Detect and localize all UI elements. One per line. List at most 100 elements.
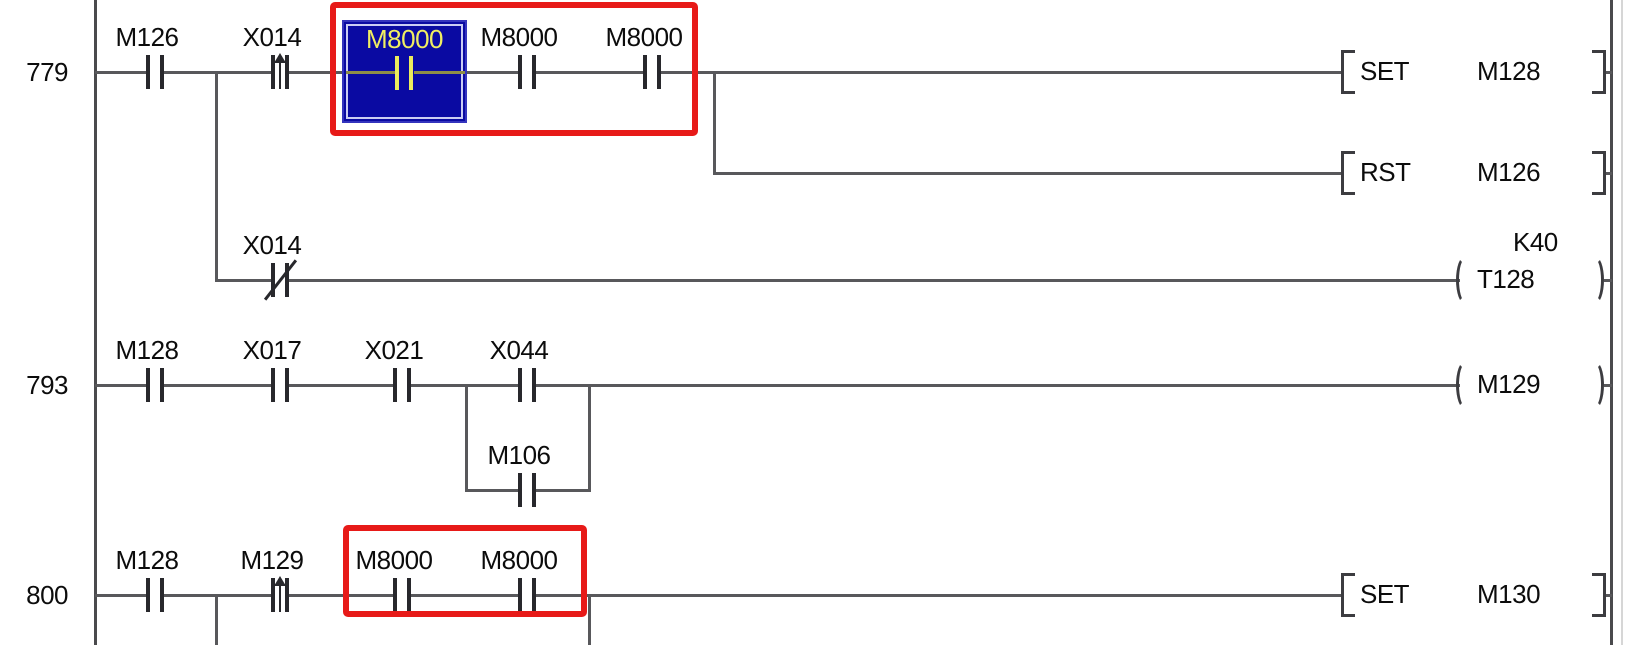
wire-segment bbox=[289, 279, 1460, 282]
contact-m8000-5[interactable] bbox=[518, 578, 536, 612]
device-label[interactable]: M106 bbox=[487, 440, 551, 470]
wire-segment bbox=[95, 384, 146, 387]
wire-segment bbox=[289, 594, 393, 597]
device-label[interactable]: M8000 bbox=[355, 545, 434, 575]
contact-leg bbox=[518, 473, 522, 507]
highlight-annotation-box-2 bbox=[343, 525, 587, 617]
device-label[interactable]: M129 bbox=[240, 545, 304, 575]
contact-leg bbox=[532, 473, 536, 507]
device-label[interactable]: X021 bbox=[364, 335, 424, 365]
wire-segment bbox=[536, 71, 643, 74]
wire-segment bbox=[215, 72, 218, 282]
rung-number-793[interactable]: 793 bbox=[26, 370, 68, 400]
wire-segment bbox=[588, 595, 591, 645]
contact-leg bbox=[160, 55, 164, 89]
contact-leg bbox=[407, 368, 411, 402]
device-label[interactable]: M128 bbox=[115, 335, 179, 365]
rung-number-800[interactable]: 800 bbox=[26, 580, 68, 610]
wire-segment bbox=[289, 71, 342, 74]
coil-close-paren bbox=[1586, 361, 1604, 409]
device-label[interactable]: X014 bbox=[242, 22, 302, 52]
contact-m129-rising[interactable] bbox=[271, 576, 289, 612]
wire-segment bbox=[1606, 594, 1612, 597]
contact-m128-800[interactable] bbox=[146, 578, 164, 612]
device-label[interactable]: X014 bbox=[242, 230, 302, 260]
rung-number-779[interactable]: 779 bbox=[26, 57, 68, 87]
wire-segment bbox=[465, 385, 468, 491]
wire-segment bbox=[536, 594, 1341, 597]
contact-leg bbox=[532, 368, 536, 402]
highlight-annotation-box-1 bbox=[330, 2, 698, 136]
contact-leg bbox=[146, 368, 150, 402]
wire-segment bbox=[661, 71, 1341, 74]
device-label[interactable]: X017 bbox=[242, 335, 302, 365]
contact-leg bbox=[146, 55, 150, 89]
wire-segment bbox=[215, 595, 218, 645]
wire-segment bbox=[164, 384, 271, 387]
contact-leg bbox=[657, 55, 661, 89]
device-label[interactable]: M126 bbox=[115, 22, 179, 52]
wire-segment bbox=[1606, 172, 1612, 175]
wire-segment bbox=[411, 384, 518, 387]
window-edge-line bbox=[1621, 0, 1623, 645]
pulse-arrow-icon bbox=[274, 576, 286, 586]
contact-leg bbox=[160, 578, 164, 612]
wire-segment bbox=[346, 71, 395, 74]
wire-segment bbox=[588, 385, 591, 491]
coil-operand[interactable]: T128 bbox=[1477, 264, 1535, 294]
contact-leg bbox=[285, 578, 289, 612]
timer-constant[interactable]: K40 bbox=[1513, 227, 1558, 257]
wire-segment bbox=[536, 489, 591, 492]
instruction-bracket bbox=[1592, 573, 1606, 617]
contact-leg bbox=[518, 55, 522, 89]
contact-x014-rising[interactable] bbox=[271, 53, 289, 89]
contact-leg bbox=[532, 55, 536, 89]
device-label[interactable]: M128 bbox=[115, 545, 179, 575]
contact-x021[interactable] bbox=[393, 368, 411, 402]
contact-m8000-3[interactable] bbox=[643, 55, 661, 89]
device-label[interactable]: M8000 bbox=[605, 22, 684, 52]
coil-operand[interactable]: M129 bbox=[1477, 369, 1541, 399]
contact-leg bbox=[407, 578, 411, 612]
device-label[interactable]: M8000 bbox=[480, 22, 559, 52]
contact-m8000-2[interactable] bbox=[518, 55, 536, 89]
instruction-operand[interactable]: M130 bbox=[1477, 579, 1541, 609]
contact-x017[interactable] bbox=[271, 368, 289, 402]
wire-segment bbox=[95, 71, 146, 74]
instruction-bracket bbox=[1592, 151, 1606, 195]
contact-leg bbox=[285, 368, 289, 402]
left-power-rail bbox=[94, 0, 97, 645]
instruction-bracket bbox=[1341, 151, 1355, 195]
contact-m128-793[interactable] bbox=[146, 368, 164, 402]
instruction-bracket bbox=[1341, 50, 1355, 94]
contact-m126[interactable] bbox=[146, 55, 164, 89]
contact-x044[interactable] bbox=[518, 368, 536, 402]
wire-segment bbox=[465, 489, 518, 492]
contact-m106[interactable] bbox=[518, 473, 536, 507]
right-power-rail bbox=[1610, 0, 1613, 645]
selection-cursor-cell[interactable]: M8000 bbox=[342, 20, 467, 123]
contact-leg bbox=[409, 56, 413, 90]
contact-leg bbox=[285, 263, 289, 297]
wire-segment bbox=[289, 384, 393, 387]
contact-leg bbox=[395, 56, 399, 90]
contact-x014-nc[interactable] bbox=[263, 259, 298, 301]
device-label[interactable]: M8000 bbox=[480, 545, 559, 575]
selected-device-label[interactable]: M8000 bbox=[366, 24, 444, 54]
wire-segment bbox=[95, 594, 146, 597]
instruction-operand[interactable]: M126 bbox=[1477, 157, 1541, 187]
instruction-bracket bbox=[1341, 573, 1355, 617]
contact-leg bbox=[393, 578, 397, 612]
wire-segment bbox=[414, 71, 465, 74]
wire-segment bbox=[1604, 279, 1612, 282]
device-label[interactable]: X044 bbox=[489, 335, 549, 365]
instruction-op[interactable]: RST bbox=[1360, 157, 1411, 187]
contact-m8000-4[interactable] bbox=[393, 578, 411, 612]
wire-segment bbox=[536, 384, 1460, 387]
instruction-op[interactable]: SET bbox=[1360, 579, 1410, 609]
wire-segment bbox=[411, 594, 518, 597]
contact-leg bbox=[643, 55, 647, 89]
instruction-operand[interactable]: M128 bbox=[1477, 56, 1541, 86]
instruction-op[interactable]: SET bbox=[1360, 56, 1410, 86]
